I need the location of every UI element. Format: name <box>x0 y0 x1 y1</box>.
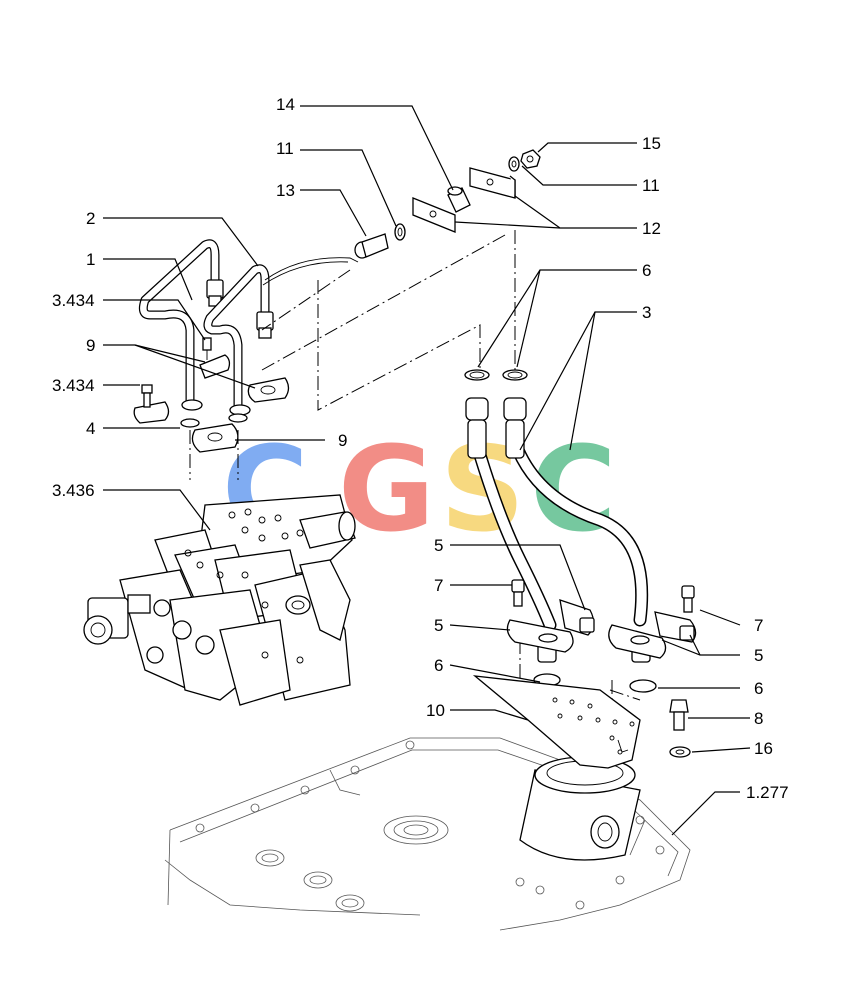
callout-10: 10 <box>426 701 445 720</box>
flange-5-left-rear <box>559 599 595 636</box>
screw-3434-upper <box>202 337 212 360</box>
callout-15: 15 <box>642 134 661 153</box>
flange-halves-9-lower <box>133 401 239 453</box>
flange-halves-9-upper <box>199 354 290 403</box>
seal-4-left <box>180 418 200 428</box>
washer-16 <box>669 746 691 758</box>
callout-11-left: 11 <box>276 139 294 158</box>
spacer-14 <box>447 186 471 213</box>
callout-1277: 1.277 <box>746 783 789 802</box>
callout-6-upper: 6 <box>642 261 651 280</box>
hose-3-right <box>511 443 649 627</box>
control-valve-block <box>83 494 356 706</box>
callout-3434-lower: 3.434 <box>52 376 95 395</box>
screw-3434-lower <box>141 384 153 408</box>
flange-5-right-rear <box>654 611 697 643</box>
bracket-12 <box>412 167 516 233</box>
washer-11-left <box>394 223 406 241</box>
callout-16: 16 <box>754 739 773 758</box>
flange-5-left <box>506 619 574 653</box>
callout-3434-upper: 3.434 <box>52 291 95 310</box>
callout-4: 4 <box>86 419 95 438</box>
callout-13: 13 <box>276 181 295 200</box>
alignment-lines <box>189 230 641 730</box>
callout-2: 2 <box>86 209 95 228</box>
bolt-7-right <box>681 585 695 613</box>
watermark: C G S C <box>222 420 617 558</box>
callout-6-left: 6 <box>434 656 443 675</box>
bolt-7-left <box>511 579 525 607</box>
transmission-housing <box>164 737 691 931</box>
flange-5-right <box>608 624 667 659</box>
callout-5-upper: 5 <box>434 536 443 555</box>
callout-5-left: 5 <box>434 616 443 635</box>
bolt-13 <box>354 233 389 259</box>
callout-labels: 14 11 13 15 11 12 2 1 6 3.434 3 9 3.434 … <box>52 95 789 802</box>
callout-3436: 3.436 <box>52 481 95 500</box>
callout-12: 12 <box>642 219 661 238</box>
callout-9-lower: 9 <box>338 431 347 450</box>
overhead-line <box>264 257 359 281</box>
rigid-pipe-1 <box>138 239 224 411</box>
callout-6-right: 6 <box>754 679 763 698</box>
callout-7-right: 7 <box>754 616 763 635</box>
callout-3: 3 <box>642 303 651 322</box>
callout-11-right: 11 <box>642 176 660 195</box>
callout-14: 14 <box>276 95 295 114</box>
hose-fittings-upper <box>464 369 528 459</box>
seal-4-right <box>228 413 248 423</box>
callout-1: 1 <box>86 250 95 269</box>
nut-15 <box>520 149 541 169</box>
callout-9-upper: 9 <box>86 336 95 355</box>
mounting-plate-10 <box>472 675 641 769</box>
hose-3-left <box>473 448 557 632</box>
rigid-pipe-2 <box>203 264 274 416</box>
callout-7-left: 7 <box>434 576 443 595</box>
leader-lines <box>103 105 751 836</box>
bolt-8 <box>669 699 689 731</box>
washer-11-right <box>508 156 520 172</box>
callout-5-right: 5 <box>754 646 763 665</box>
callout-8: 8 <box>754 709 763 728</box>
